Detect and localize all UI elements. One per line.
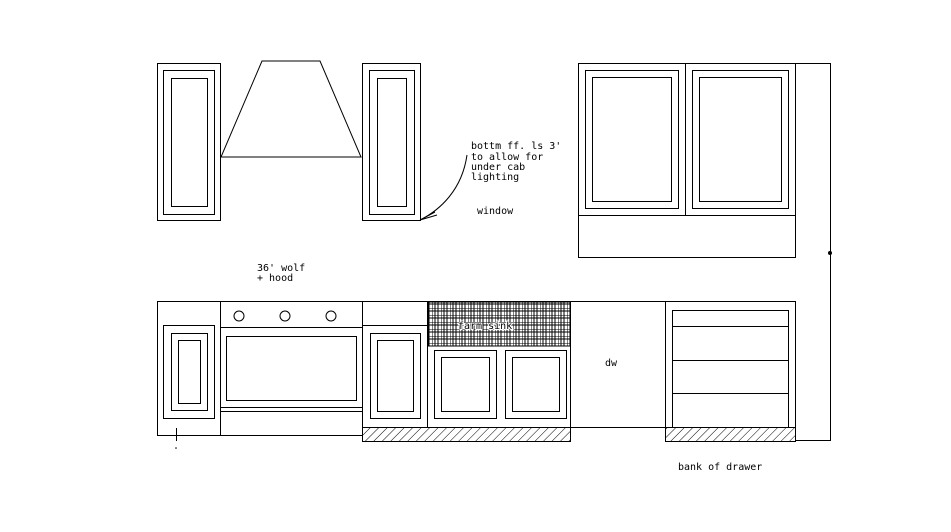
upper-cabinet-left [157,63,221,221]
svg-text:lighting: lighting [471,172,519,183]
range-label: 36' wolf + hood [257,263,305,284]
drawer-label: bank of drawer [678,462,762,473]
svg-text:bottm ff. ls 3': bottm ff. ls 3' [471,141,561,152]
svg-text:dw: dw [605,358,618,369]
upper-cabinet-right-of-hood [362,63,421,221]
range [220,301,363,436]
wall-outline [795,63,831,441]
svg-text:farm sink: farm sink [458,321,512,332]
dishwasher: dw [570,301,666,428]
drawer-bank [665,301,796,428]
range-hood [220,60,362,158]
base-cabinet-left [157,301,221,449]
toe-kick-right [665,427,796,442]
svg-text:+ hood: + hood [257,273,293,284]
underlighting-note: bottm ff. ls 3' to allow for under cab l… [471,141,561,183]
farm-sink-cabinet: farm sink [427,301,571,428]
svg-text:to allow for: to allow for [471,152,543,163]
window-label: window [477,206,514,217]
base-cabinet-center [362,301,428,428]
svg-text:under cab: under cab [471,162,525,173]
toe-kick-center [362,427,571,442]
svg-text:36' wolf: 36' wolf [257,263,305,274]
leader-line [419,154,468,221]
wall-point [828,251,832,255]
window-upper-cabinets [578,63,796,258]
